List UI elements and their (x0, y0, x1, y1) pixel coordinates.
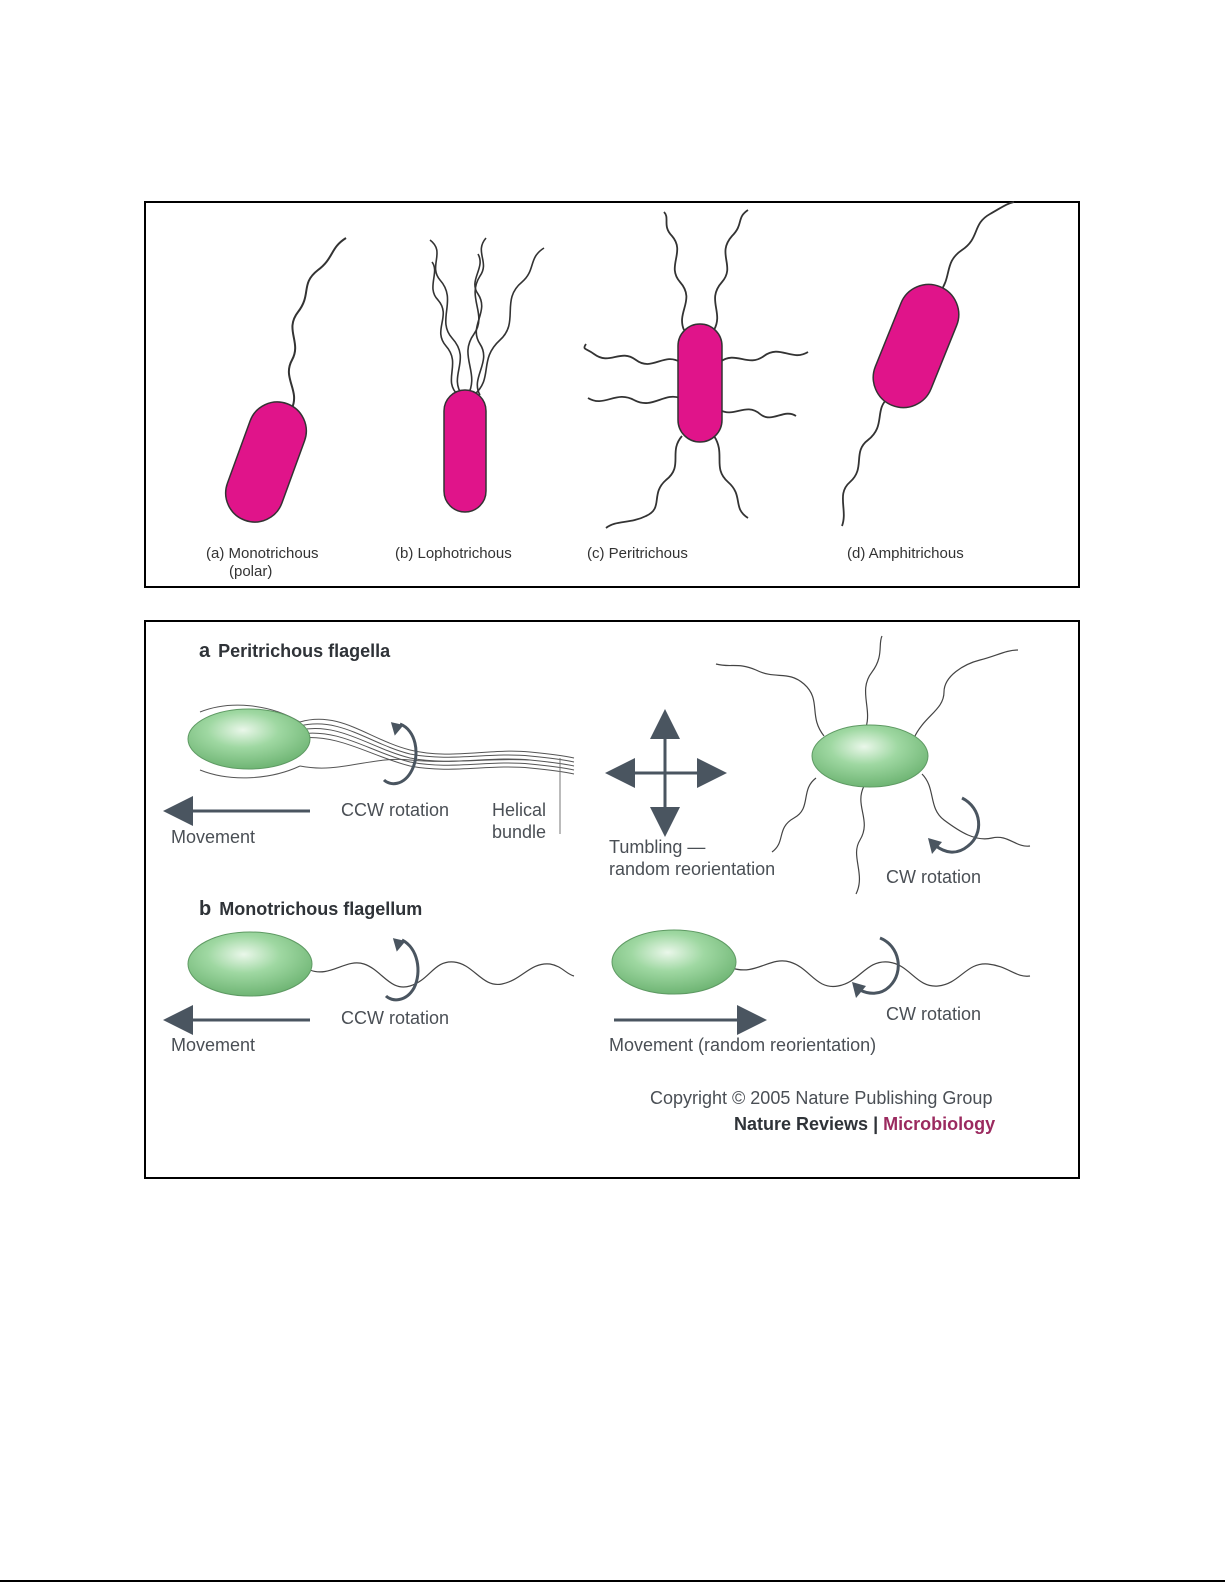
flagellum (921, 773, 1031, 847)
lophotrichous-bacterium (429, 237, 545, 513)
movement-label: Movement (171, 1035, 256, 1055)
amphitrichous-bacterium (841, 201, 1015, 527)
monotrichous-forward-cell (187, 931, 575, 997)
flagellum (719, 350, 809, 363)
monotrichous-label: (a) Monotrichous (206, 545, 319, 562)
ccw-rotation-arrow-icon (384, 938, 420, 1002)
flagellum (731, 960, 1031, 988)
ccw-rotation-label: CCW rotation (341, 800, 450, 820)
flagellum (713, 209, 749, 331)
flagellum (719, 408, 797, 419)
monotrichous-reverse-cell (611, 929, 1031, 995)
cell-body (677, 323, 723, 443)
flagellum (287, 237, 347, 409)
section-a-heading: a Peritrichous flagella (199, 640, 390, 662)
flagellum (431, 261, 459, 396)
flagellum (663, 211, 688, 331)
tumbling-cross-arrows-icon (605, 709, 727, 837)
flagellum (605, 435, 683, 529)
journal-subject: Microbiology (883, 1114, 996, 1134)
flagellum (939, 201, 1015, 293)
flagellum (864, 635, 883, 728)
section-b-letter: b (199, 898, 212, 920)
ccw-rotation-arrow-icon (382, 722, 418, 786)
movement-random-label: Movement (random reorientation) (609, 1035, 877, 1055)
cell-body (443, 389, 487, 513)
bundle-label: bundle (492, 822, 547, 842)
lophotrichous-label: (b) Lophotrichous (395, 545, 512, 562)
flagellum (913, 649, 1019, 739)
flagellum (309, 961, 575, 988)
cell-body (611, 929, 737, 995)
section-b-title: Monotrichous flagellum (219, 899, 423, 919)
cell-body (811, 724, 929, 788)
amphitrichous-label: (d) Amphitrichous (847, 545, 964, 562)
flagellum (429, 239, 463, 396)
flagellum (713, 435, 749, 519)
flagellum (855, 785, 865, 895)
journal-name: Nature Reviews (734, 1114, 869, 1134)
ccw-rotation-label: CCW rotation (341, 1008, 450, 1028)
copyright-text: Copyright © 2005 Nature Publishing Group (650, 1088, 993, 1108)
cell-body (872, 283, 960, 409)
cell-body (187, 708, 311, 770)
helical-label: Helical (492, 800, 547, 820)
flagellum (715, 663, 825, 737)
peritrichous-label: (c) Peritrichous (587, 545, 688, 562)
section-a-title: Peritrichous flagella (218, 641, 391, 661)
cell-body (187, 931, 313, 997)
cw-rotation-label: CW rotation (886, 1004, 982, 1024)
cw-rotation-label: CW rotation (886, 867, 982, 887)
section-a-letter: a (199, 640, 211, 662)
monotrichous-bacterium (224, 237, 347, 523)
credit-separator: | (873, 1114, 879, 1134)
flagellum (474, 253, 485, 396)
flagellum (473, 247, 545, 396)
flagellum (467, 237, 487, 396)
random-reorientation-label: random reorientation (609, 859, 776, 879)
flagellar-motility-panel (144, 620, 1080, 1179)
movement-label: Movement (171, 827, 256, 847)
flagellum (587, 395, 681, 404)
cw-rotation-arrow-icon (859, 936, 900, 995)
flagellum (583, 343, 681, 365)
peritrichous-running-cell (187, 704, 575, 834)
tumbling-label: Tumbling — (609, 837, 706, 857)
cell-body (224, 401, 308, 523)
journal-credit: Nature Reviews | Microbiology (734, 1114, 996, 1135)
monotrichous-sublabel: (polar) (229, 563, 273, 580)
flagellum (771, 777, 817, 853)
peritrichous-bacterium (583, 209, 809, 529)
peritrichous-tumbling-cell (715, 635, 1031, 895)
section-b-heading: b Monotrichous flagellum (199, 898, 422, 920)
flagellum (841, 397, 889, 527)
page-bottom-rule (0, 1580, 1225, 1582)
cw-rotation-arrow-icon (935, 796, 981, 854)
